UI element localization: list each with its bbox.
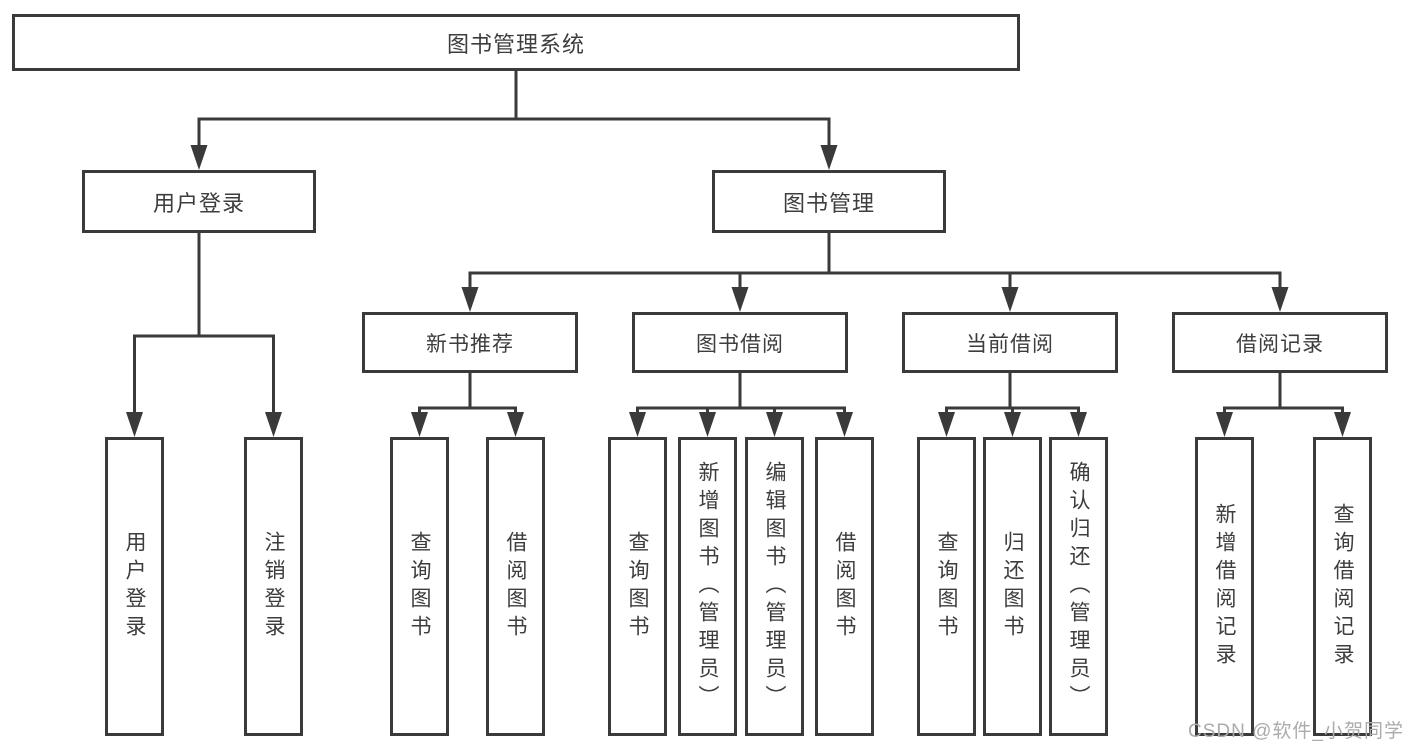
arrowhead-icon	[1334, 412, 1351, 437]
arrowhead-icon	[1216, 412, 1233, 437]
leaf-query-books-rec: 查询图书	[390, 437, 449, 736]
arrowhead-icon	[265, 412, 282, 437]
leaf-logout: 注销登录	[244, 437, 303, 736]
arrowhead-icon	[1004, 412, 1021, 437]
arrowhead-icon	[126, 412, 143, 437]
arrowhead-icon	[1001, 287, 1019, 312]
leaf-query-books: 查询图书	[608, 437, 667, 736]
connector-user-login-branch	[126, 233, 282, 437]
arrowhead-icon	[1271, 287, 1289, 312]
node-book-management: 图书管理	[712, 170, 946, 233]
arrowhead-icon	[731, 287, 749, 312]
leaf-confirm-return-admin: 确认归还（管理员）	[1049, 437, 1108, 736]
leaf-add-borrow-record: 新增借阅记录	[1195, 437, 1254, 736]
leaf-borrow-books-rec: 借阅图书	[486, 437, 545, 736]
leaf-user-login: 用户登录	[105, 437, 164, 736]
csdn-watermark: CSDN @软件_小贺同学	[1188, 721, 1404, 742]
connector-new-rec-branch	[411, 373, 524, 437]
node-new-book-recommendation: 新书推荐	[362, 312, 578, 373]
arrowhead-icon	[820, 145, 838, 170]
arrowhead-icon	[699, 412, 716, 437]
node-current-borrowing: 当前借阅	[902, 312, 1118, 373]
leaf-edit-books-admin: 编辑图书（管理员）	[745, 437, 804, 736]
arrowhead-icon	[836, 412, 853, 437]
leaf-query-borrow-record: 查询借阅记录	[1313, 437, 1372, 736]
leaf-return-books: 归还图书	[983, 437, 1042, 736]
connector-book-mgmt-branch	[461, 233, 1289, 312]
connector-cur-borrow-branch	[938, 373, 1087, 437]
arrowhead-icon	[766, 412, 783, 437]
connector-book-borrow-branch	[629, 373, 853, 437]
arrowhead-icon	[1070, 412, 1087, 437]
arrowhead-icon	[461, 287, 479, 312]
arrowhead-icon	[190, 145, 208, 170]
arrowhead-icon	[629, 412, 646, 437]
leaf-borrow-books: 借阅图书	[815, 437, 874, 736]
leaf-query-books-current: 查询图书	[917, 437, 976, 736]
node-user-login: 用户登录	[82, 170, 316, 233]
node-library-management-system: 图书管理系统	[12, 14, 1020, 71]
node-book-borrowing: 图书借阅	[632, 312, 848, 373]
arrowhead-icon	[938, 412, 955, 437]
arrowhead-icon	[507, 412, 524, 437]
connector-borrow-rec-branch	[1216, 373, 1351, 437]
arrowhead-icon	[411, 412, 428, 437]
leaf-add-books-admin: 新增图书（管理员）	[678, 437, 737, 736]
node-borrowing-records: 借阅记录	[1172, 312, 1388, 373]
connector-root-branch	[190, 71, 838, 170]
